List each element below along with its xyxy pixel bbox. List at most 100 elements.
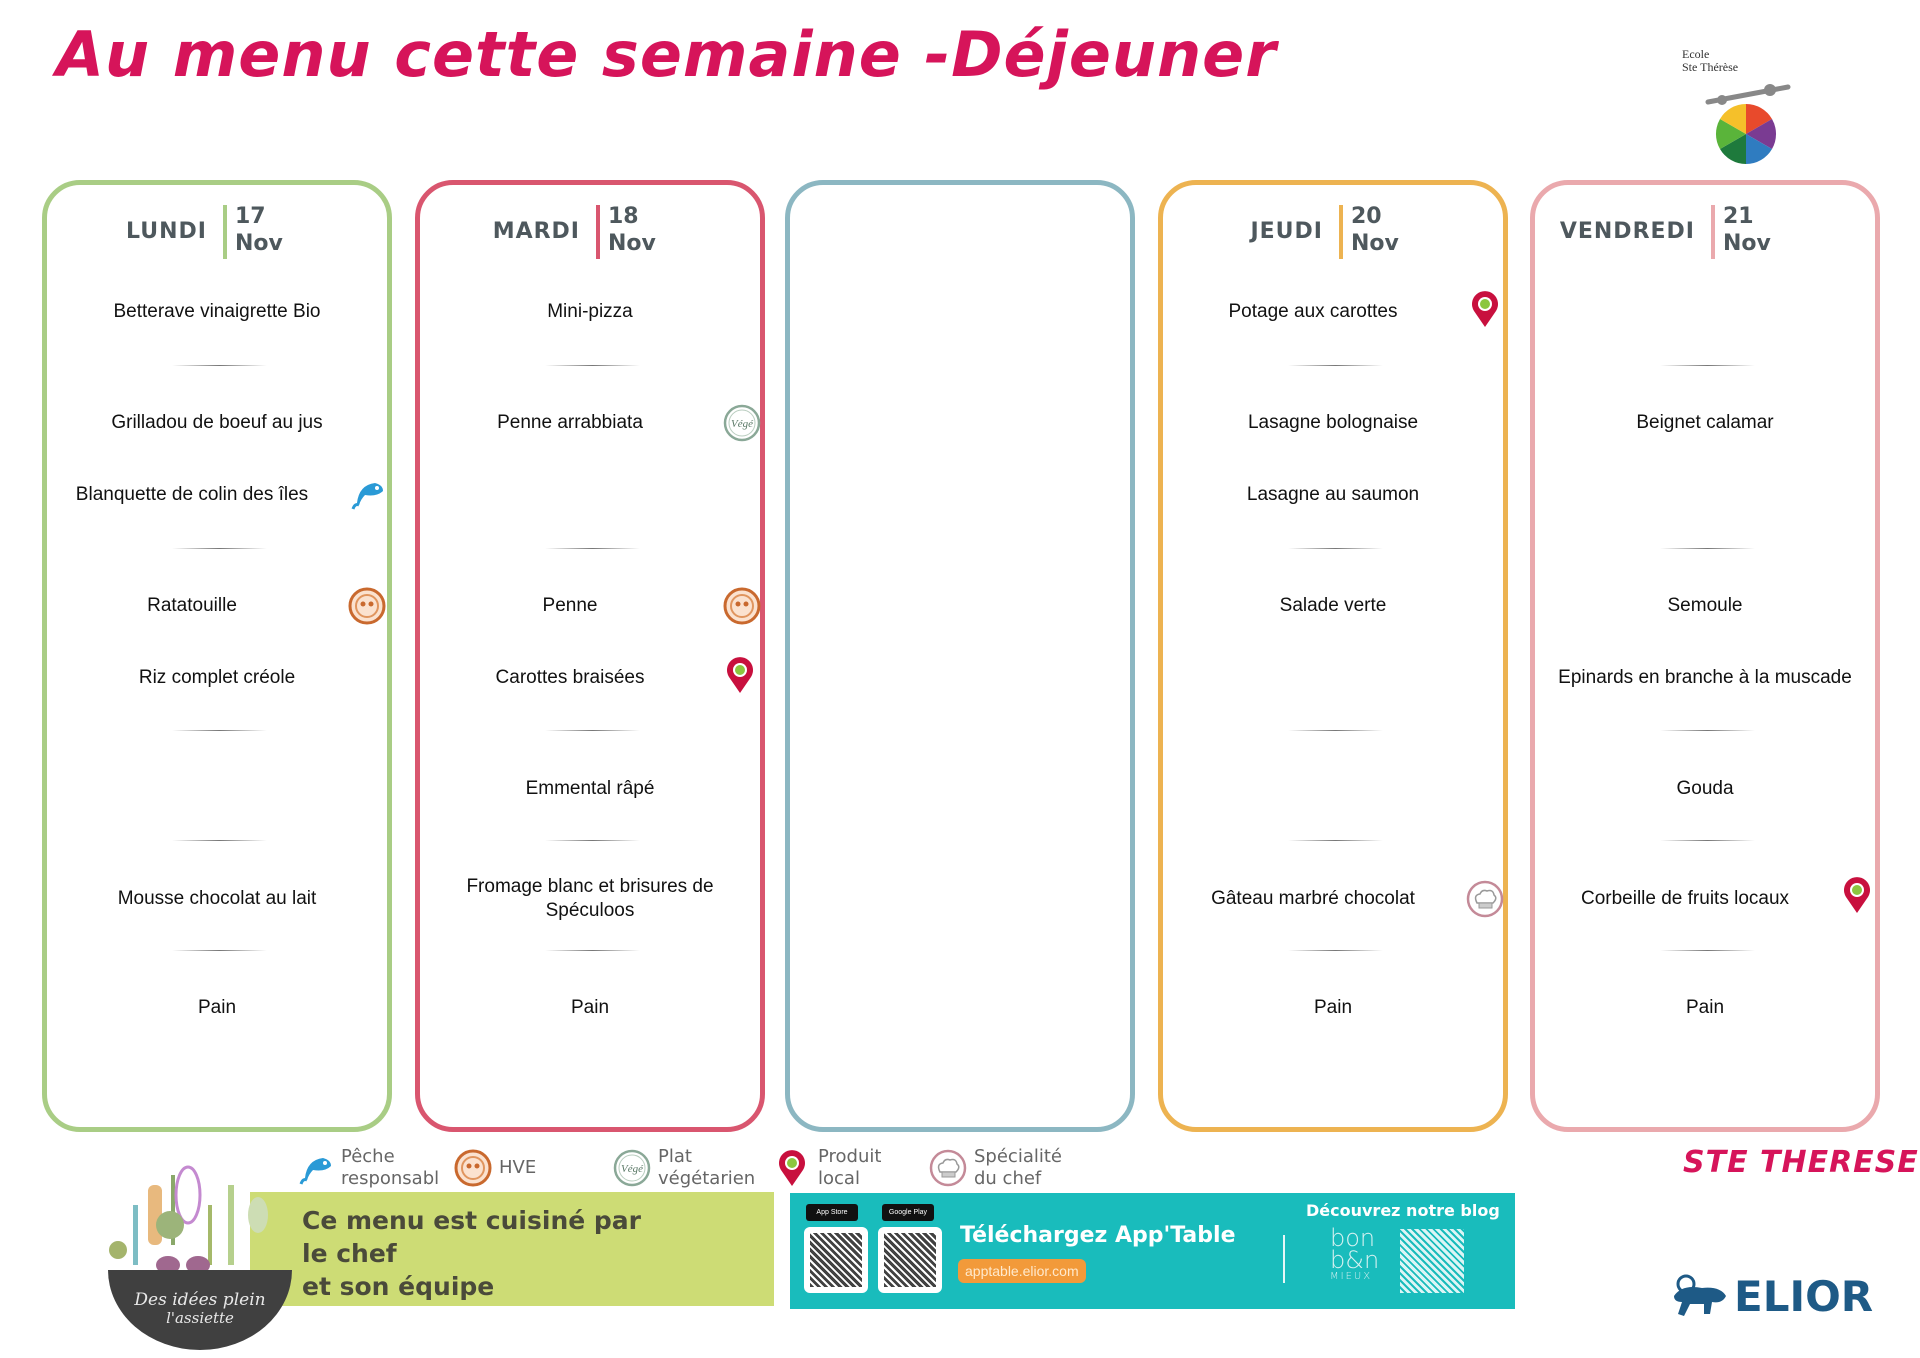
separator bbox=[172, 548, 267, 549]
day-date: 20 Nov bbox=[1351, 203, 1399, 257]
legend-label: HVE bbox=[499, 1157, 537, 1178]
legend-line1: Spécialité bbox=[974, 1146, 1062, 1167]
dish-item: Semoule bbox=[1667, 595, 1743, 616]
apptable-title: Téléchargez App'Table bbox=[960, 1223, 1236, 1248]
chef-special-icon bbox=[1466, 880, 1504, 918]
date-number: 21 bbox=[1723, 204, 1754, 229]
fish-icon bbox=[299, 1158, 331, 1185]
dish-item: Pain bbox=[1685, 997, 1725, 1018]
elior-wordmark: ELIOR bbox=[1734, 1272, 1874, 1321]
legend-line2: du chef bbox=[974, 1168, 1042, 1189]
date-number: 17 bbox=[235, 204, 266, 229]
local-product-icon bbox=[1472, 291, 1498, 327]
blog-label: Découvrez notre blog bbox=[1306, 1201, 1500, 1220]
dish-item: Beignet calamar bbox=[1636, 412, 1774, 433]
separator bbox=[1660, 548, 1755, 549]
header-divider bbox=[1711, 205, 1715, 259]
separator bbox=[1288, 365, 1383, 366]
dish-item: Gouda bbox=[1676, 778, 1734, 799]
separator bbox=[172, 365, 267, 366]
school-logo-line1: Ecole bbox=[1682, 47, 1710, 61]
day-name: LUNDI bbox=[126, 219, 207, 244]
header-divider bbox=[596, 205, 600, 259]
header-divider bbox=[223, 205, 227, 259]
app-store-badge[interactable]: App Store bbox=[806, 1204, 858, 1221]
separator bbox=[1288, 950, 1383, 951]
separator bbox=[1660, 950, 1755, 951]
separator bbox=[545, 365, 640, 366]
page-title: Au menu cette semaine -Déjeuner bbox=[56, 18, 1277, 91]
separator bbox=[545, 730, 640, 731]
svg-text:Végé: Végé bbox=[731, 418, 754, 430]
legend-line1: Pêche bbox=[341, 1146, 395, 1167]
local-product-icon bbox=[779, 1150, 805, 1186]
day-column-lundi: LUNDI 17 Nov Betterave vinaigrette Bio G… bbox=[42, 180, 392, 1132]
separator bbox=[1660, 730, 1755, 731]
dish-item: Fromage blanc et brisures de Spéculoos bbox=[466, 876, 714, 921]
dish-item: Betterave vinaigrette Bio bbox=[113, 301, 321, 322]
dish-item: Mini-pizza bbox=[547, 301, 633, 322]
elior-bison-icon bbox=[1674, 1274, 1726, 1316]
separator bbox=[1288, 840, 1383, 841]
dish-item: Pain bbox=[1313, 997, 1353, 1018]
date-month: Nov bbox=[235, 231, 283, 256]
day-column-vendredi: VENDREDI 21 Nov Beignet calamar Semoule … bbox=[1530, 180, 1880, 1132]
legend-line2: local bbox=[818, 1168, 860, 1189]
separator bbox=[172, 840, 267, 841]
legend-hve: HVE bbox=[453, 1143, 536, 1193]
header-divider bbox=[1339, 205, 1343, 259]
school-logo: Ecole Ste Thérèse bbox=[1618, 16, 1850, 176]
dish-item: Gâteau marbré chocolat bbox=[1211, 888, 1415, 909]
dish-item: Potage aux carottes bbox=[1228, 301, 1398, 322]
des-idees-plein-assiette-logo: Des idées plein l'assiette bbox=[108, 1165, 292, 1350]
day-header: VENDREDI 21 Nov bbox=[1535, 203, 1875, 261]
day-date: 21 Nov bbox=[1723, 203, 1771, 257]
date-number: 18 bbox=[608, 204, 639, 229]
day-header: JEUDI 20 Nov bbox=[1163, 203, 1503, 261]
local-product-icon bbox=[727, 657, 753, 693]
elior-logo: ELIOR bbox=[1668, 1272, 1873, 1321]
date-month: Nov bbox=[1723, 231, 1771, 256]
school-logo-line2: Ste Thérèse bbox=[1682, 60, 1739, 74]
date-month: Nov bbox=[1351, 231, 1399, 256]
apptable-link[interactable]: apptable.elior.com bbox=[958, 1259, 1086, 1283]
separator bbox=[1288, 548, 1383, 549]
hve-icon bbox=[723, 587, 761, 625]
legend-line2: végétarien bbox=[658, 1168, 756, 1189]
google-play-qr-code[interactable] bbox=[878, 1227, 942, 1293]
day-column-mercredi bbox=[785, 180, 1135, 1132]
chef-special-icon bbox=[929, 1149, 967, 1187]
date-number: 20 bbox=[1351, 204, 1382, 229]
day-name: JEUDI bbox=[1250, 219, 1323, 244]
day-column-mardi: MARDI 18 Nov Mini-pizza Penne arrabbiata… bbox=[415, 180, 765, 1132]
bon-bon-logo: bon b&n MIEUX bbox=[1330, 1226, 1379, 1283]
dish-item: Emmental râpé bbox=[525, 778, 655, 799]
blog-qr-code[interactable] bbox=[1400, 1229, 1464, 1293]
chef-banner: Ce menu est cuisiné par le chef et son é… bbox=[250, 1192, 774, 1306]
app-store-qr-code[interactable] bbox=[804, 1227, 868, 1293]
separator bbox=[545, 950, 640, 951]
separator bbox=[1660, 365, 1755, 366]
separator bbox=[545, 840, 640, 841]
separator bbox=[1288, 730, 1383, 731]
dish-item: Riz complet créole bbox=[138, 667, 296, 688]
dish-item: Pain bbox=[197, 997, 237, 1018]
google-play-badge[interactable]: Google Play bbox=[882, 1204, 934, 1221]
chef-banner-text: Ce menu est cuisiné par le chef et son é… bbox=[302, 1204, 641, 1303]
legend-line2: responsabl bbox=[341, 1168, 440, 1189]
legend-line1: Produit bbox=[818, 1146, 882, 1167]
svg-text:Des idées plein: Des idées plein bbox=[133, 1290, 265, 1310]
chef-line2: le chef bbox=[302, 1239, 397, 1268]
fish-icon bbox=[351, 483, 383, 510]
dish-item: Carottes braisées bbox=[495, 667, 645, 688]
separator bbox=[172, 950, 267, 951]
day-date: 17 Nov bbox=[235, 203, 283, 257]
vege-icon: Végé bbox=[613, 1149, 651, 1187]
bonbon-line3: MIEUX bbox=[1330, 1271, 1373, 1282]
dish-item: Mousse chocolat au lait bbox=[117, 888, 317, 909]
vege-icon: Végé bbox=[723, 404, 761, 442]
